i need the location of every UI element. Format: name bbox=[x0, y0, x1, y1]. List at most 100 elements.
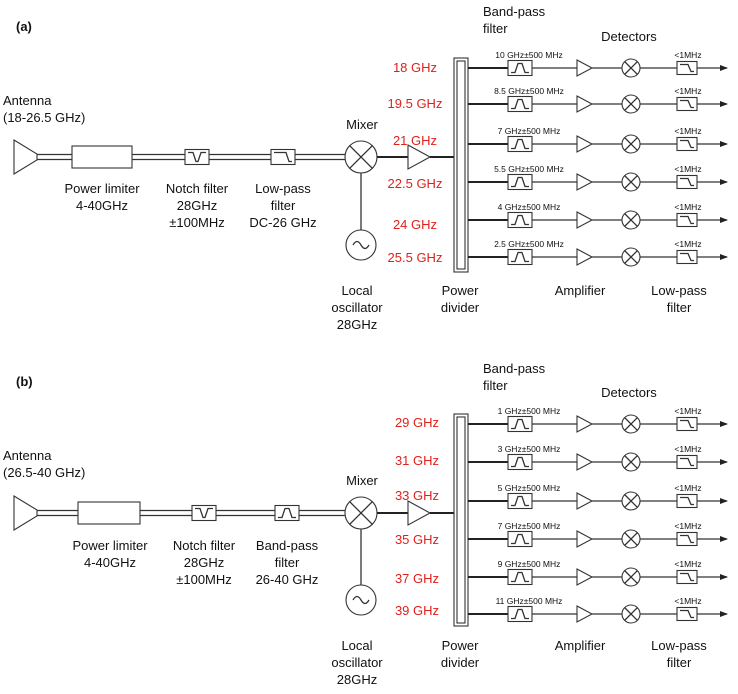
panel-tag: (a) bbox=[16, 19, 32, 34]
notch-filter-icon bbox=[184, 148, 210, 166]
low-pass-icon bbox=[676, 60, 698, 76]
channel-frequency: 18 GHz bbox=[393, 60, 437, 75]
notch-filter-center: 28GHz bbox=[184, 555, 224, 570]
low-pass-icon bbox=[676, 493, 698, 509]
filter2-icon bbox=[270, 148, 296, 166]
band-pass-header-2: filter bbox=[483, 21, 508, 36]
filter2-range: 26-40 GHz bbox=[256, 572, 319, 587]
band-pass-icon bbox=[507, 248, 533, 266]
filter2-label-2: filter bbox=[271, 198, 296, 213]
low-pass-footer: Low-pass bbox=[651, 638, 707, 653]
amplifier-icon bbox=[576, 415, 594, 433]
panel-tag: (b) bbox=[16, 374, 33, 389]
band-pass-value: 9 GHz±500 MHz bbox=[498, 559, 561, 569]
band-pass-value: 7 GHz±500 MHz bbox=[498, 126, 561, 136]
detectors-label: Detectors bbox=[601, 385, 657, 400]
amplifier-icon bbox=[576, 59, 594, 77]
band-pass-value: 1 GHz±500 MHz bbox=[498, 406, 561, 416]
band-pass-icon bbox=[507, 59, 533, 77]
channel-frequency: 33 GHz bbox=[395, 488, 439, 503]
detector-icon bbox=[621, 604, 641, 624]
low-pass-value: <1MHz bbox=[674, 596, 701, 606]
detector-icon bbox=[621, 94, 641, 114]
amplifier-icon bbox=[576, 211, 594, 229]
mixer-icon bbox=[344, 496, 378, 530]
antenna-icon bbox=[13, 495, 38, 531]
antenna-label: Antenna bbox=[3, 448, 52, 463]
notch-filter-label: Notch filter bbox=[166, 181, 229, 196]
amplifier-icon bbox=[576, 605, 594, 623]
band-pass-icon bbox=[507, 135, 533, 153]
low-pass-value: <1MHz bbox=[674, 86, 701, 96]
detector-icon bbox=[621, 567, 641, 587]
channel-1: 29 GHz 1 GHz±500 MHz <1MHz bbox=[395, 406, 728, 434]
local-oscillator-label: Local bbox=[341, 638, 372, 653]
amplifier-icon bbox=[576, 568, 594, 586]
power-limiter-block bbox=[71, 145, 133, 169]
low-pass-value: <1MHz bbox=[674, 126, 701, 136]
notch-filter-width: ±100MHz bbox=[176, 572, 232, 587]
power-limiter-range: 4-40GHz bbox=[76, 198, 128, 213]
mixer-label: Mixer bbox=[346, 473, 378, 488]
power-divider-block bbox=[453, 57, 469, 273]
detector-icon bbox=[621, 491, 641, 511]
low-pass-value: <1MHz bbox=[674, 483, 701, 493]
power-divider-label: Power bbox=[442, 283, 480, 298]
amplifier-label: Amplifier bbox=[555, 283, 606, 298]
detectors-label: Detectors bbox=[601, 29, 657, 44]
panel-b: (b)Antenna(26.5-40 GHz)Power limiter4-40… bbox=[3, 361, 728, 687]
panel-a: (a)Antenna(18-26.5 GHz)Power limiter4-40… bbox=[3, 4, 728, 332]
amplifier-label: Amplifier bbox=[555, 638, 606, 653]
filter2-range: DC-26 GHz bbox=[249, 215, 316, 230]
channel-frequency: 19.5 GHz bbox=[388, 96, 443, 111]
antenna-range-label: (18-26.5 GHz) bbox=[3, 110, 85, 125]
notch-filter-center: 28GHz bbox=[177, 198, 217, 213]
low-pass-icon bbox=[676, 249, 698, 265]
band-pass-value: 7 GHz±500 MHz bbox=[498, 521, 561, 531]
notch-filter-width: ±100MHz bbox=[169, 215, 225, 230]
band-pass-value: 3 GHz±500 MHz bbox=[498, 444, 561, 454]
channel-frequency: 21 GHz bbox=[393, 133, 437, 148]
low-pass-value: <1MHz bbox=[674, 239, 701, 249]
low-pass-value: <1MHz bbox=[674, 406, 701, 416]
channel-frequency: 39 GHz bbox=[395, 603, 439, 618]
power-divider-label-2: divider bbox=[441, 655, 480, 670]
power-limiter-range: 4-40GHz bbox=[84, 555, 136, 570]
low-pass-icon bbox=[676, 174, 698, 190]
filter2-label: Low-pass bbox=[255, 181, 311, 196]
local-oscillator-icon bbox=[345, 229, 377, 261]
power-limiter-label: Power limiter bbox=[64, 181, 140, 196]
band-pass-icon bbox=[507, 453, 533, 471]
channel-frequency: 25.5 GHz bbox=[388, 250, 443, 265]
detector-icon bbox=[621, 58, 641, 78]
amplifier-icon bbox=[576, 95, 594, 113]
low-pass-value: <1MHz bbox=[674, 164, 701, 174]
low-pass-value: <1MHz bbox=[674, 202, 701, 212]
low-pass-value: <1MHz bbox=[674, 559, 701, 569]
band-pass-value: 5 GHz±500 MHz bbox=[498, 483, 561, 493]
local-oscillator-frequency: 28GHz bbox=[337, 317, 377, 332]
channel-frequency: 24 GHz bbox=[393, 217, 437, 232]
local-oscillator-label: Local bbox=[341, 283, 372, 298]
low-pass-value: <1MHz bbox=[674, 521, 701, 531]
local-oscillator-frequency: 28GHz bbox=[337, 672, 377, 687]
amplifier-icon bbox=[576, 453, 594, 471]
band-pass-icon bbox=[507, 173, 533, 191]
power-limiter-label: Power limiter bbox=[72, 538, 148, 553]
channel-3: 21 GHz 7 GHz±500 MHz <1MHz bbox=[393, 126, 728, 154]
channel-frequency: 29 GHz bbox=[395, 415, 439, 430]
low-pass-icon bbox=[676, 416, 698, 432]
band-pass-icon bbox=[507, 530, 533, 548]
mixer-icon bbox=[344, 140, 378, 174]
detector-icon bbox=[621, 414, 641, 434]
power-limiter-block bbox=[77, 501, 141, 525]
amplifier-icon bbox=[576, 248, 594, 266]
